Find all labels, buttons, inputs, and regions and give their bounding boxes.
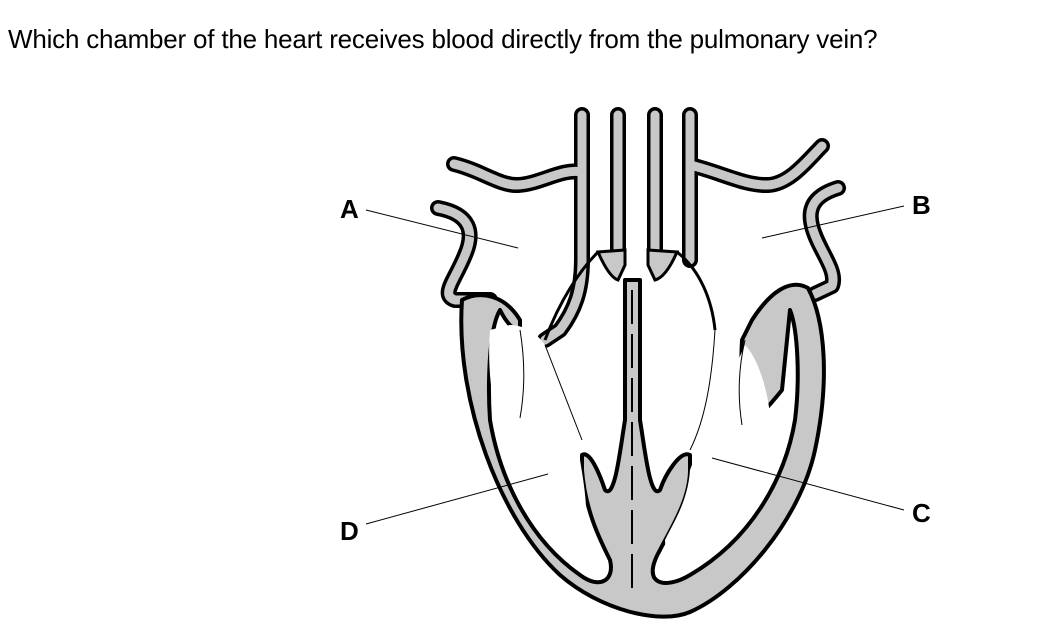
leader-lines (365, 205, 905, 525)
leader-d (365, 473, 549, 525)
leader-b (761, 205, 905, 239)
leader-c (711, 457, 905, 511)
heart-walls (459, 278, 826, 619)
label-c: C (912, 498, 931, 528)
question-text: Which chamber of the heart receives bloo… (8, 24, 878, 54)
vessels (430, 107, 846, 348)
valve-lines (519, 248, 746, 451)
label-d: D (340, 516, 359, 546)
leader-a (365, 209, 519, 249)
label-a: A (340, 194, 359, 224)
label-b: B (912, 190, 931, 220)
